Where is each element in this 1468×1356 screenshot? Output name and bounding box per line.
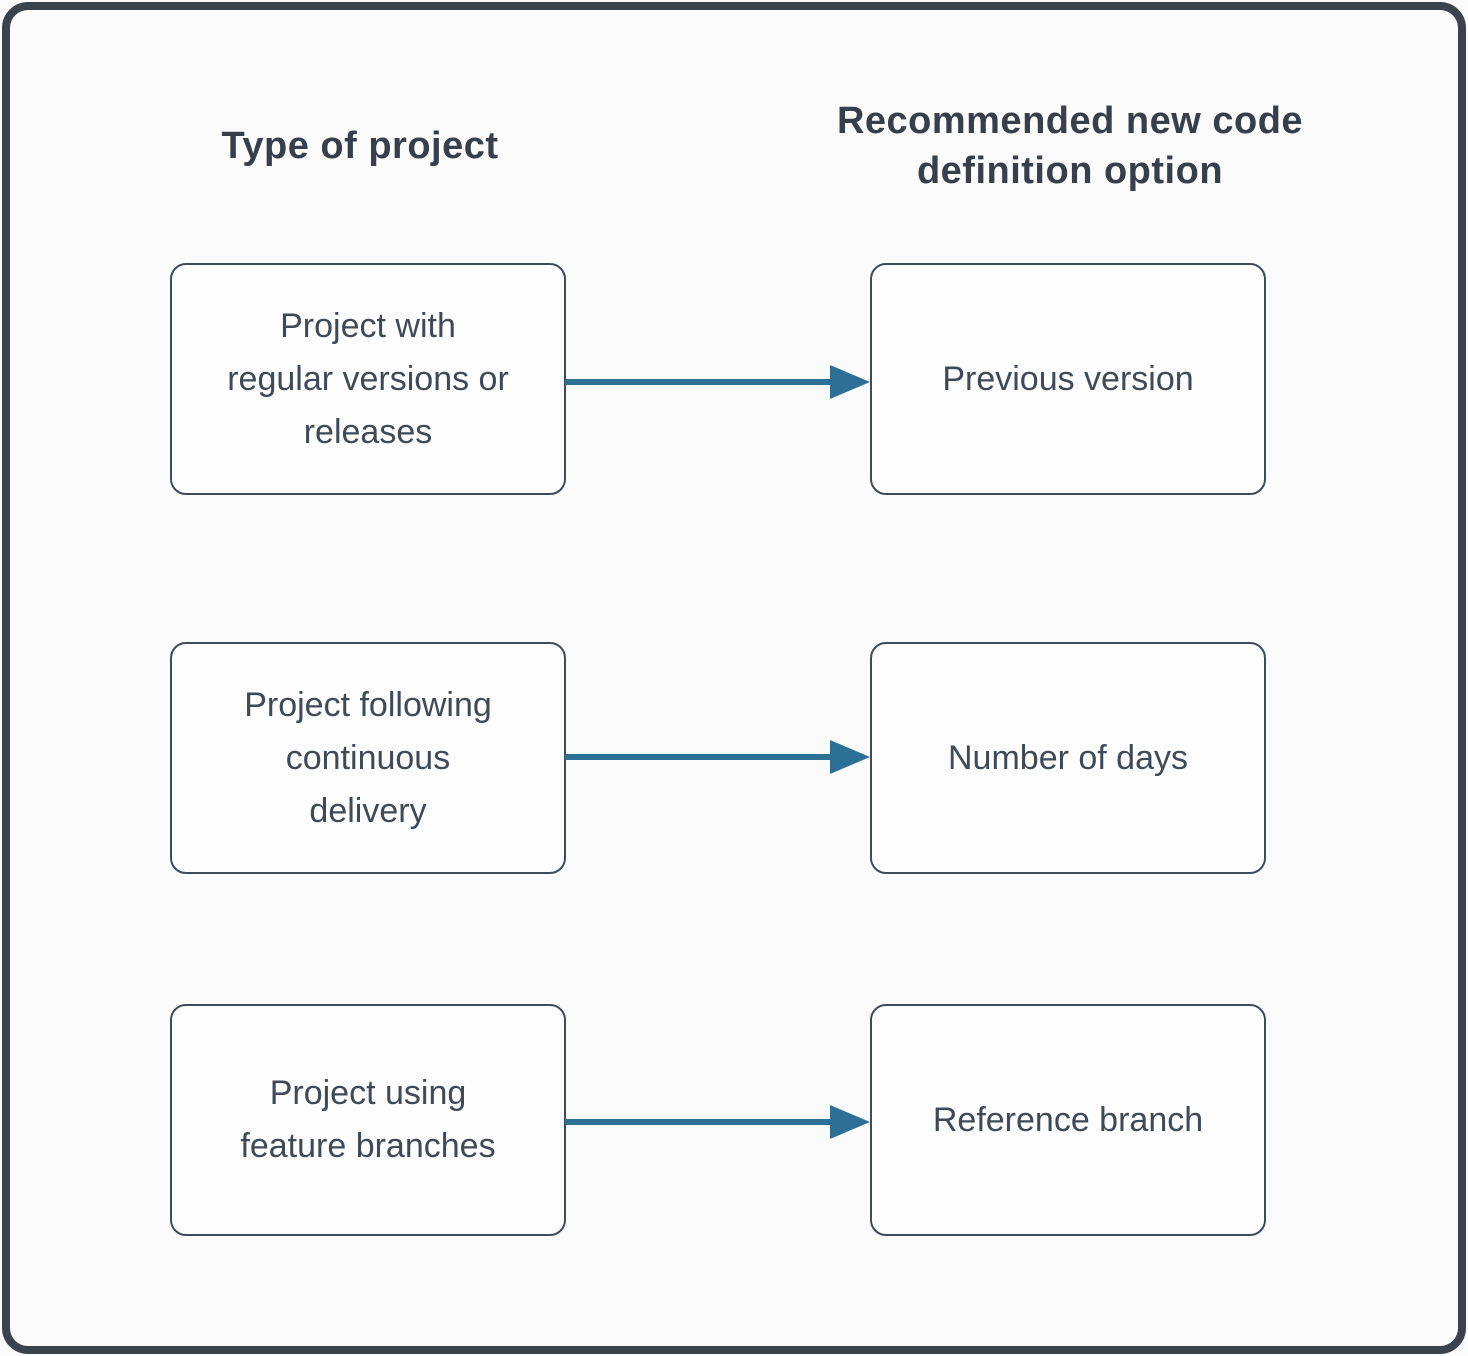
node-label: Project with regular versions or release… — [227, 306, 509, 451]
column-header-new-code-definition-option: Recommended new code definition option — [836, 100, 1304, 192]
node-label: Number of days — [948, 738, 1188, 777]
node-project-following-continuous-delivery: Project following continuous delivery — [170, 642, 566, 874]
node-reference-branch: Reference branch — [870, 1004, 1266, 1236]
arrow-line — [565, 754, 832, 760]
node-number-of-days: Number of days — [870, 642, 1266, 874]
node-project-with-regular-versions: Project with regular versions or release… — [170, 263, 566, 495]
node-label: Reference branch — [932, 1100, 1204, 1139]
arrow-head-icon — [830, 365, 870, 399]
node-label: Project using feature branches — [240, 1074, 496, 1165]
node-label: Project following continuous delivery — [244, 685, 492, 830]
arrow-line — [565, 379, 832, 385]
arrow-head-icon — [830, 740, 870, 774]
arrow-row-3 — [565, 1105, 870, 1139]
column-header-type-of-project: Type of project — [221, 125, 499, 167]
node-previous-version: Previous version — [870, 263, 1266, 495]
arrow-row-2 — [565, 740, 870, 774]
node-project-using-feature-branches: Project using feature branches — [170, 1004, 566, 1236]
arrow-row-1 — [565, 365, 870, 399]
node-label: Previous version — [942, 359, 1194, 398]
arrow-head-icon — [830, 1105, 870, 1139]
arrow-line — [565, 1119, 832, 1125]
